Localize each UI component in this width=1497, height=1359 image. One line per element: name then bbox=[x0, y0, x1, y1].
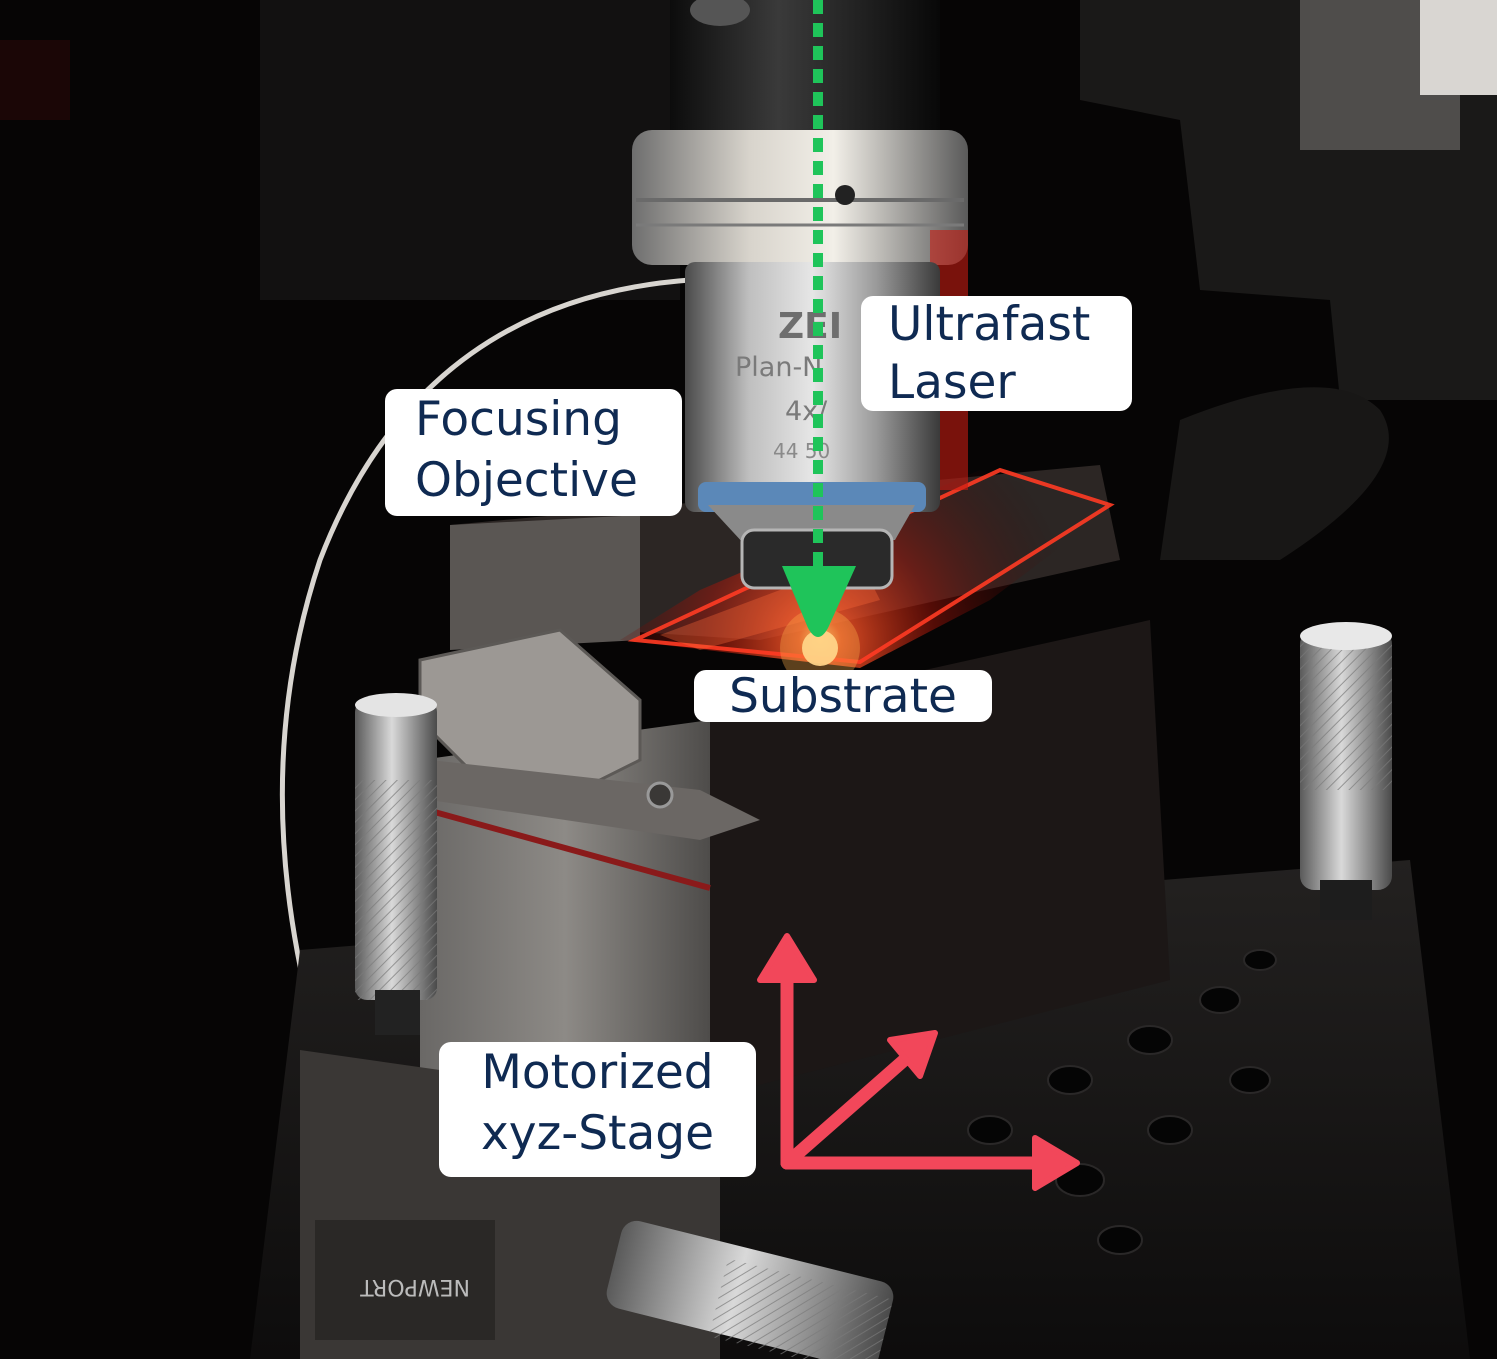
stage-upper-block bbox=[450, 515, 640, 650]
stage-brand-engraving: NEWPORT bbox=[360, 1274, 470, 1299]
objective-model-engraving: Plan-N bbox=[735, 352, 822, 383]
objective-tube-mark bbox=[690, 0, 750, 26]
right-micrometer bbox=[1300, 622, 1392, 920]
motorized-stage-label: Motorized xyz-Stage bbox=[439, 1042, 756, 1177]
focusing-objective-label: Focusing Objective bbox=[385, 389, 682, 516]
objective-collar bbox=[632, 130, 968, 265]
stage-dark-block bbox=[700, 620, 1170, 1100]
x-axis-arrowhead bbox=[1032, 1135, 1080, 1191]
laser-focus-spot bbox=[802, 630, 838, 666]
left-micrometer bbox=[355, 693, 437, 1035]
objective-brand-engraving: ZEI bbox=[778, 306, 842, 347]
xyz-axis-arrows bbox=[757, 933, 1080, 1191]
background-bracket bbox=[260, 0, 680, 300]
background-dark-cylinder bbox=[1160, 387, 1389, 560]
bottom-micrometer bbox=[606, 1220, 894, 1359]
ultrafast-laser-label: Ultrafast Laser bbox=[861, 296, 1132, 411]
z-axis-arrowhead bbox=[757, 933, 817, 983]
laser-focus-halo bbox=[780, 608, 860, 688]
clamp-lower-block bbox=[430, 760, 760, 840]
stage-base-label-plate bbox=[315, 1220, 495, 1340]
objective-blue-band bbox=[698, 482, 926, 512]
y-axis-arrowhead bbox=[887, 1030, 938, 1079]
laser-beam-arrowhead bbox=[782, 566, 856, 637]
background-housing-left bbox=[0, 40, 70, 120]
right-mount-highlight bbox=[1420, 0, 1497, 95]
clamp-screw bbox=[646, 781, 674, 809]
objective-collar-screw bbox=[835, 185, 855, 205]
y-axis-arrow bbox=[780, 1048, 917, 1170]
stage-red-stripe bbox=[419, 805, 711, 891]
base-plate-holes bbox=[921, 949, 1277, 1255]
substrate-label: Substrate bbox=[694, 670, 992, 724]
